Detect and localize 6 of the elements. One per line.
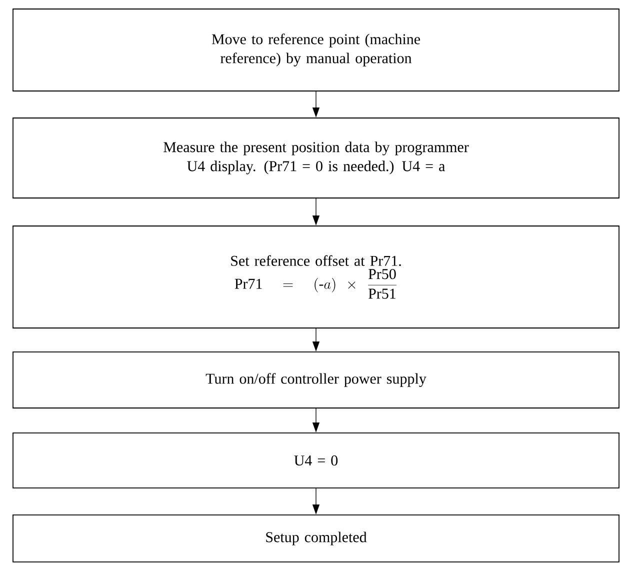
process-box: Turn on/off controller power supply: [12, 352, 620, 408]
process-box: Measure the present position data by programmer U4 display. (Pr71 = 0 is needed.) U4 = a: [12, 118, 620, 198]
process-box: Setup completed: [12, 514, 620, 562]
process-box: Move to reference point (machine reference) by manual operation: [12, 8, 620, 92]
process-box: Set reference offset at Pr71. $\mathrm{Pr71} = (\mbox{-}a) \times \frac{\mathrm{Pr50}}{\mathrm{Pr51}}$: [12, 226, 620, 328]
process-box: U4 = 0: [12, 432, 620, 488]
